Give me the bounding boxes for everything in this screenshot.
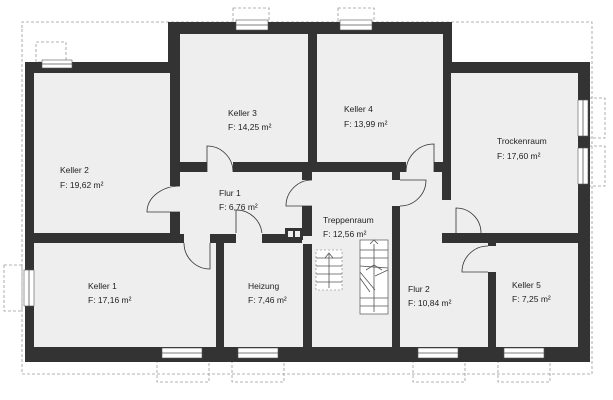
window-keller5 [503, 347, 545, 359]
window-keller2 [41, 59, 73, 69]
keller5-name: Keller 5 [512, 280, 541, 290]
floor-keller3 [180, 34, 308, 162]
floor-keller2 [34, 73, 170, 233]
floor-flur2-lower [400, 243, 488, 347]
flur1-name: Flur 1 [219, 188, 241, 198]
floor-keller5 [496, 243, 578, 347]
keller4-area: F: 13,99 m² [344, 119, 388, 129]
keller2-area: F: 19,62 m² [60, 180, 104, 190]
floor-trockenraum [451, 73, 578, 233]
flur2-name: Flur 2 [408, 284, 430, 294]
flur1-area: F: 6,76 m² [219, 202, 258, 212]
keller3-name: Keller 3 [228, 108, 257, 118]
window-heizung [237, 347, 279, 359]
keller5-area: F: 7,25 m² [512, 294, 551, 304]
trockenraum-name: Trockenraum [497, 136, 547, 146]
staircase [315, 239, 389, 315]
heizung-area: F: 7,46 m² [248, 295, 287, 305]
treppenraum-name: Treppenraum [323, 215, 374, 225]
window-keller1-bottom [161, 347, 203, 359]
flur2-area: F: 10,84 m² [408, 298, 452, 308]
keller2-name: Keller 2 [60, 165, 89, 175]
floor-keller4 [317, 34, 443, 162]
floor-heizung [224, 243, 303, 347]
keller4-name: Keller 4 [344, 104, 373, 114]
floor-flur1 [180, 172, 302, 234]
keller1-name: Keller 1 [88, 281, 117, 291]
keller3-area: F: 14,25 m² [228, 122, 272, 132]
heizung-name: Heizung [248, 281, 279, 291]
floor-trocken-connector [442, 200, 452, 233]
window-keller4 [339, 19, 373, 31]
window-trockenraum-upper [577, 99, 589, 137]
treppenraum-area: F: 12,56 m² [323, 229, 367, 239]
window-trockenraum-lower [577, 147, 589, 185]
room-labels: Keller 3 F: 14,25 m² Keller 4 F: 13,99 m… [60, 104, 551, 308]
window-flur2 [417, 347, 459, 359]
window-keller3 [235, 19, 269, 31]
window-keller1 [23, 269, 35, 307]
doors [146, 143, 497, 273]
keller1-area: F: 17,16 m² [88, 295, 132, 305]
chimney [285, 228, 303, 240]
trockenraum-area: F: 17,60 m² [497, 151, 541, 161]
room-floors [34, 34, 578, 347]
floor-keller1 [34, 243, 216, 347]
windows [23, 19, 589, 359]
